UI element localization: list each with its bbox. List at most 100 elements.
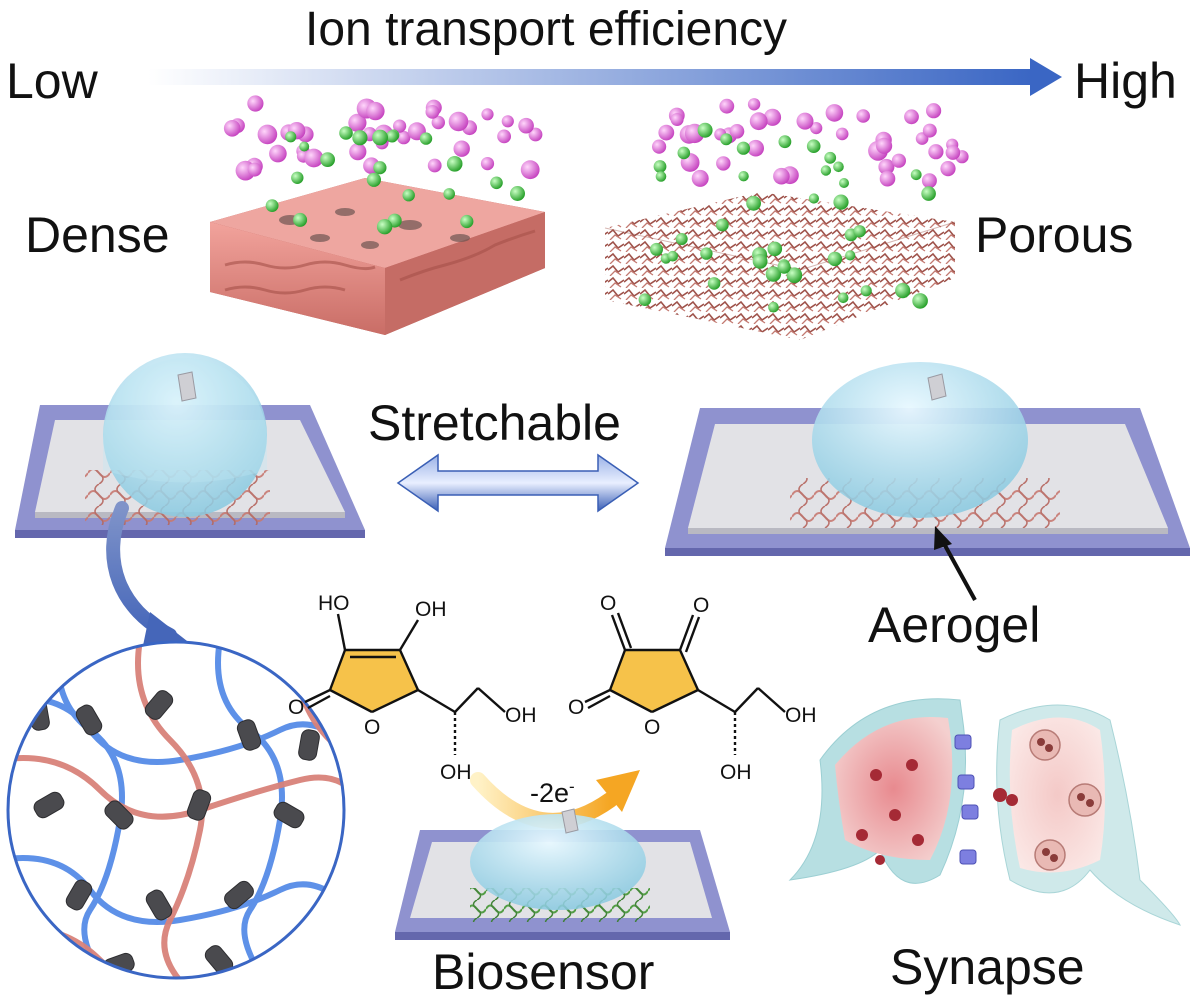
anion-sphere (372, 129, 388, 146)
anion-sphere (443, 188, 456, 200)
cation-sphere (940, 161, 956, 177)
cation-sphere (397, 130, 411, 145)
mol1-side-oh: OH (440, 761, 472, 784)
electron-label: -2e- (530, 777, 575, 808)
cation-sphere (810, 122, 823, 135)
cation-sphere (431, 115, 445, 130)
cation-sphere (876, 137, 893, 154)
mol2-o-top-left: O (600, 592, 616, 615)
cation-sphere (825, 104, 844, 122)
anion-sphere (786, 267, 803, 284)
cation-sphere (747, 139, 764, 157)
network-zoom-circle (6, 640, 346, 980)
cation-sphere (501, 115, 514, 128)
anion-sphere (921, 186, 936, 201)
anion-sphere (910, 169, 922, 181)
cation-sphere (719, 98, 735, 114)
mol2-o-top-right: O (693, 594, 709, 617)
anion-sphere (293, 212, 308, 227)
cation-sphere (878, 158, 895, 175)
anion-sphere (806, 139, 821, 153)
efficiency-arrow (148, 58, 1062, 96)
cation-sphere (480, 157, 495, 171)
anion-sphere (895, 283, 911, 299)
aerogel-pointer (934, 526, 977, 601)
anion-sphere (460, 214, 474, 229)
anion-sphere (677, 146, 691, 160)
anion-sphere (667, 250, 678, 262)
mol2-side-oh: OH (720, 761, 752, 784)
anion-sphere (778, 135, 792, 149)
cation-sphere (247, 95, 264, 112)
anion-sphere (777, 260, 791, 274)
cation-sphere (904, 109, 919, 125)
anion-sphere (285, 131, 297, 143)
cation-sphere (366, 101, 385, 121)
anion-sphere (366, 172, 381, 187)
cation-sphere (856, 109, 870, 123)
cation-sphere (835, 127, 849, 141)
device-left (15, 353, 365, 538)
mol1-oh-right: OH (415, 598, 447, 621)
anion-sphere (339, 126, 353, 140)
anion-sphere (833, 161, 844, 173)
anion-sphere (746, 195, 761, 211)
cation-sphere (448, 111, 469, 132)
cation-sphere (670, 113, 684, 126)
dehydroascorbic-acid-molecule: O O O O OH OH (568, 592, 817, 784)
cation-sphere (393, 119, 407, 133)
cation-sphere (257, 124, 278, 145)
low-label: Low (6, 53, 98, 109)
cation-sphere (481, 108, 494, 121)
mol1-ch2oh: OH (505, 704, 537, 727)
anion-sphere (299, 141, 310, 152)
anion-sphere (446, 156, 463, 172)
anion-sphere (824, 151, 837, 164)
cation-sphere (749, 112, 768, 131)
electron-superscript: - (569, 777, 575, 796)
cation-sphere (528, 127, 543, 142)
anion-sphere (291, 171, 304, 184)
cation-sphere (247, 162, 262, 177)
anion-sphere (697, 122, 713, 138)
cation-sphere (879, 170, 896, 187)
cation-sphere (652, 139, 667, 154)
synapse-illustration (788, 698, 1181, 926)
biosensor-device (395, 808, 730, 940)
anion-sphere (373, 161, 387, 175)
anion-sphere (827, 251, 843, 267)
cation-sphere (763, 108, 782, 126)
anion-sphere (402, 189, 415, 202)
anion-sphere (839, 178, 849, 188)
anion-sphere (833, 194, 849, 210)
anion-sphere (700, 247, 713, 260)
cation-sphere (729, 124, 745, 139)
cation-sphere (926, 103, 942, 119)
anion-sphere (638, 293, 652, 307)
porous-label: Porous (975, 207, 1134, 263)
cation-sphere (945, 145, 961, 160)
anion-sphere (765, 266, 782, 282)
cation-sphere (349, 143, 367, 161)
anion-sphere (845, 250, 856, 261)
cation-sphere (520, 160, 540, 180)
anion-sphere (265, 199, 279, 213)
anion-sphere (352, 130, 368, 146)
synapse-label: Synapse (890, 939, 1085, 995)
cation-sphere (348, 113, 367, 132)
cation-sphere (773, 167, 790, 185)
cation-sphere (891, 153, 907, 168)
cation-sphere (497, 129, 511, 144)
anion-sphere (650, 242, 663, 256)
anion-sphere (707, 277, 721, 290)
cation-sphere (747, 98, 761, 111)
ion-spheres (223, 95, 969, 313)
anion-sphere (912, 293, 928, 309)
cation-sphere (518, 117, 534, 134)
anion-sphere (386, 130, 399, 143)
anion-sphere (490, 176, 503, 190)
anion-sphere (738, 171, 749, 182)
ascorbic-acid-molecule: HO OH O O OH OH (288, 592, 537, 784)
stretch-double-arrow (396, 453, 640, 513)
